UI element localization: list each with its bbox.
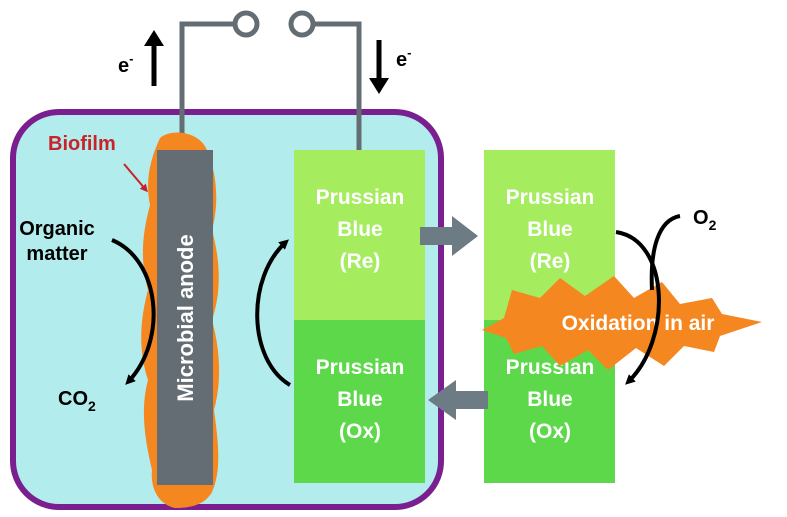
reduction-cycle-arrow xyxy=(255,239,292,387)
organic-oxidation-arrow xyxy=(111,238,156,385)
microbial-anode xyxy=(157,150,213,485)
pb-reduced-cell xyxy=(294,150,425,320)
oxidation-label: Oxidation in air xyxy=(562,312,715,335)
electron-up-arrow xyxy=(144,30,164,86)
terminal-left xyxy=(232,10,260,38)
reoxidation-arrow xyxy=(615,230,661,385)
wire-left xyxy=(179,21,235,150)
terminal-right xyxy=(288,10,316,38)
electron-down-arrow xyxy=(369,40,389,94)
oxidation-burst xyxy=(482,276,762,370)
oxygen-arrow-in xyxy=(649,214,681,291)
anode-label: Microbial anode xyxy=(173,234,198,401)
electron-left-label: e- xyxy=(118,51,133,77)
biofilm-pointer xyxy=(123,163,148,193)
pb-oxidized-cell xyxy=(294,320,425,483)
transfer-arrow-left xyxy=(428,380,488,420)
transfer-arrow-right xyxy=(420,216,478,256)
co2-label: CO2 xyxy=(58,388,96,414)
electron-right-label: e- xyxy=(396,45,411,71)
o2-label: O2 xyxy=(693,207,717,233)
biofilm-label: Biofilm xyxy=(48,133,116,155)
wire-right xyxy=(313,21,362,150)
